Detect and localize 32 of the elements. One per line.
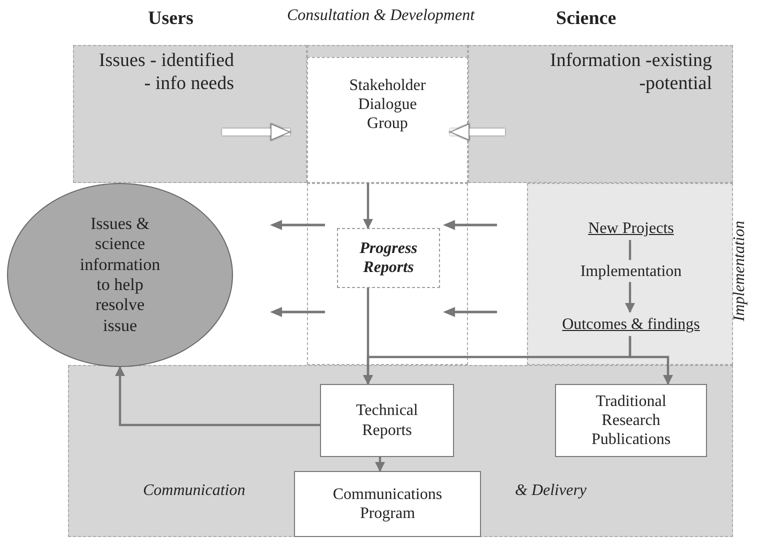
node-text: Progress Reports <box>358 238 418 278</box>
process-box <box>307 57 468 183</box>
hollow-arrow <box>450 124 505 140</box>
section-label: Science <box>556 8 616 30</box>
region-panel <box>73 45 307 183</box>
node-text: Implementation <box>580 262 682 282</box>
section-label: Consultation & Development <box>287 7 475 25</box>
report-box <box>337 228 440 288</box>
arrow <box>115 366 320 426</box>
node-text: Communications Program <box>332 484 444 524</box>
arrow <box>375 457 385 472</box>
process-box <box>294 471 481 537</box>
node-text: Stakeholder Dialogue Group <box>348 76 427 134</box>
arrow <box>628 336 673 385</box>
node-text: Information -existing -potential <box>549 50 712 96</box>
node-text: Issues - identified - info needs <box>98 50 234 96</box>
node-text: Technical Reports <box>355 401 419 440</box>
region-panel <box>527 183 733 365</box>
arrow <box>363 183 373 229</box>
section-label: Communication <box>143 482 246 500</box>
vertical-label: Implementation <box>731 220 750 322</box>
region-panel <box>468 45 733 183</box>
section-label: & Delivery <box>515 482 587 500</box>
process-box <box>555 384 707 457</box>
process-box <box>320 384 454 457</box>
section-label: Users <box>148 8 194 30</box>
node-text: Traditional Research Publications <box>590 392 672 450</box>
node-text: Issues & science information to help resolve issue <box>79 214 161 336</box>
hollow-arrow <box>222 124 290 140</box>
node-text: Outcomes & findings <box>562 315 700 335</box>
node-text: New Projects <box>588 219 674 239</box>
arrow <box>625 282 635 313</box>
